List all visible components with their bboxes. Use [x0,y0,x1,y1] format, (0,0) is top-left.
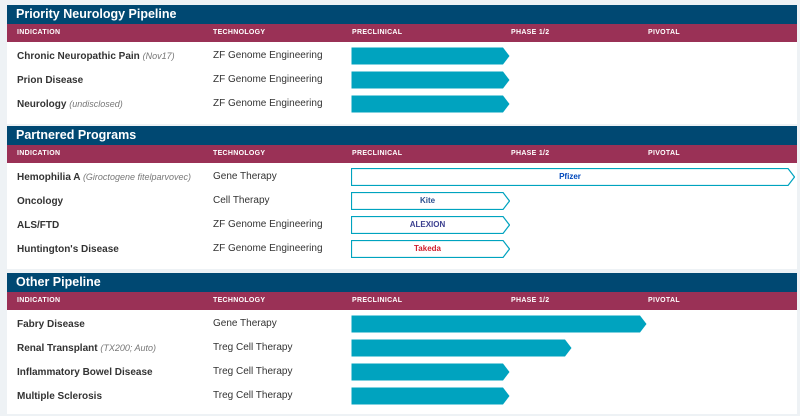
col-phase: PHASE 1/2 [511,150,550,157]
progress-bar: Kite [351,192,510,210]
technology: Treg Cell Therapy [213,390,293,401]
column-header: INDICATION TECHNOLOGY PRECLINICAL PHASE … [7,292,797,310]
technology: ZF Genome Engineering [213,98,323,109]
col-pivotal: PIVOTAL [648,297,680,304]
technology: Treg Cell Therapy [213,366,293,377]
progress-bar-shape [351,339,572,357]
col-pivotal: PIVOTAL [648,150,680,157]
table-row[interactable]: Neurology (undisclosed) ZF Genome Engine… [7,92,797,116]
partner-logo: ALEXION [409,220,446,229]
progress-bar-shape [351,387,510,405]
partner-logo: Pfizer [559,172,581,181]
indication-name: Hemophilia A [17,172,81,183]
indication-name: Neurology [17,99,67,110]
indication-name: Inflammatory Bowel Disease [17,367,153,378]
table-row[interactable]: Prion Disease ZF Genome Engineering [7,68,797,92]
section-title: Priority Neurology Pipeline [7,5,797,24]
technology: Gene Therapy [213,318,277,329]
table-row[interactable]: Renal Transplant (TX200; Auto) Treg Cell… [7,336,797,360]
progress-bar [351,387,510,405]
partner-logo: Takeda [414,244,441,253]
indication-note: (Giroctogene fitelparvovec) [82,172,191,182]
progress-bar-shape [351,315,647,333]
progress-bar-shape [351,47,510,65]
section-title: Partnered Programs [7,126,797,145]
progress-bar-shape [351,95,510,113]
progress-bar [351,95,510,113]
indication-name: ALS/FTD [17,220,60,231]
table-row[interactable]: Fabry Disease Gene Therapy [7,312,797,336]
section-priority-neurology-pipeline: Priority Neurology Pipeline INDICATION T… [7,5,797,124]
indication-note: (undisclosed) [69,99,123,109]
technology: ZF Genome Engineering [213,74,323,85]
indication-name: Chronic Neuropathic Pain [17,51,140,62]
col-preclinical: PRECLINICAL [352,297,403,304]
indication-name: Fabry Disease [17,319,85,330]
progress-bar-shape [351,168,795,186]
technology: Gene Therapy [213,171,277,182]
col-indication: INDICATION [17,150,61,157]
technology: ZF Genome Engineering [213,243,323,254]
indication-name: Prion Disease [17,75,84,86]
col-preclinical: PRECLINICAL [352,29,403,36]
col-indication: INDICATION [17,29,61,36]
technology: ZF Genome Engineering [213,219,323,230]
indication-name: Multiple Sclerosis [17,391,103,402]
col-pivotal: PIVOTAL [648,29,680,36]
technology: Treg Cell Therapy [213,342,293,353]
col-technology: TECHNOLOGY [213,150,266,157]
table-row[interactable]: Huntington's Disease ZF Genome Engineeri… [7,237,797,261]
section-other-pipeline: Other Pipeline INDICATION TECHNOLOGY PRE… [7,273,797,414]
col-technology: TECHNOLOGY [213,297,266,304]
indication-name: Renal Transplant [17,343,98,354]
col-phase: PHASE 1/2 [511,297,550,304]
progress-bar: Pfizer [351,168,795,186]
col-indication: INDICATION [17,297,61,304]
progress-bar-shape [351,192,510,210]
table-row[interactable]: Inflammatory Bowel Disease Treg Cell The… [7,360,797,384]
indication-note: (TX200; Auto) [100,343,157,353]
progress-bar-shape [351,240,510,258]
progress-bar [351,71,510,89]
indication-name: Huntington's Disease [17,244,119,255]
partner-logo: Kite [419,196,436,205]
progress-bar-shape [351,71,510,89]
col-preclinical: PRECLINICAL [352,150,403,157]
progress-bar-shape [351,216,510,234]
progress-bar: ALEXION [351,216,510,234]
section-partnered-programs: Partnered Programs INDICATION TECHNOLOGY… [7,126,797,269]
progress-bar [351,315,647,333]
indication-name: Oncology [17,196,64,207]
indication-note: (Nov17) [142,51,175,61]
table-row[interactable]: Chronic Neuropathic Pain (Nov17) ZF Geno… [7,44,797,68]
col-phase: PHASE 1/2 [511,29,550,36]
column-header: INDICATION TECHNOLOGY PRECLINICAL PHASE … [7,145,797,163]
table-row[interactable]: Multiple Sclerosis Treg Cell Therapy [7,384,797,408]
section-title: Other Pipeline [7,273,797,292]
technology: Cell Therapy [213,195,270,206]
table-row[interactable]: Hemophilia A (Giroctogene fitelparvovec)… [7,165,797,189]
technology: ZF Genome Engineering [213,50,323,61]
progress-bar [351,47,510,65]
table-row[interactable]: Oncology Cell Therapy Kite [7,189,797,213]
progress-bar [351,363,510,381]
column-header: INDICATION TECHNOLOGY PRECLINICAL PHASE … [7,24,797,42]
progress-bar: Takeda [351,240,510,258]
table-row[interactable]: ALS/FTD ZF Genome Engineering ALEXION [7,213,797,237]
col-technology: TECHNOLOGY [213,29,266,36]
progress-bar-shape [351,363,510,381]
progress-bar [351,339,572,357]
